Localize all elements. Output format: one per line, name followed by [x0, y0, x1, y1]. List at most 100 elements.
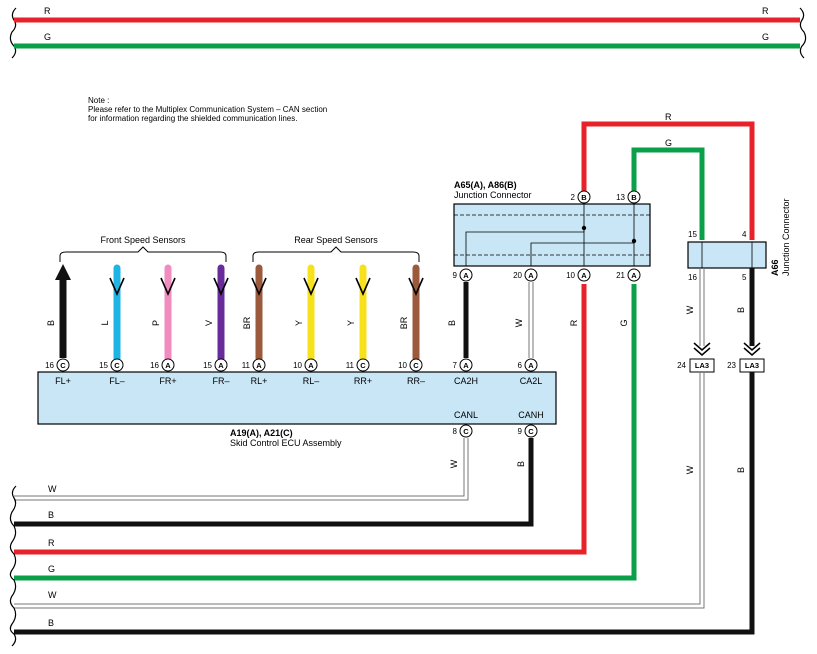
canl-wire-color: W: [449, 459, 459, 468]
svg-text:A: A: [218, 361, 224, 370]
canh-wire-color: B: [516, 461, 526, 467]
la3-left-pin: 24: [677, 361, 686, 370]
sensor-pin-conn-3: A: [161, 358, 175, 372]
top-r-label-left: R: [44, 6, 51, 16]
ecu-terminal-labels: FL+FL–FR+FR–RL+RL–RR+RR–: [55, 376, 425, 386]
svg-text:A: A: [631, 271, 637, 280]
sensor-pin-conn-8: C: [409, 358, 423, 372]
svg-text:A: A: [256, 361, 262, 370]
ca2h-wire-color: B: [447, 320, 457, 326]
junction-connector-a66: 15 4 16 5 A66 Junction Connector: [687, 198, 791, 282]
sensor-pin-conn-6: A: [304, 358, 318, 372]
sensor-wire-color-5: BR: [242, 316, 252, 329]
canl-wire: [14, 438, 469, 501]
bottom-wire-label-2: B: [48, 510, 54, 520]
note-line-2: Please refer to the Multiplex Communicat…: [88, 105, 327, 114]
canh-pin-conn: C: [524, 424, 538, 438]
top-wire-bundle: R R G G: [9, 6, 807, 59]
canh-terminal-label: CANH: [518, 410, 544, 420]
top-g-label-right: G: [762, 32, 769, 42]
svg-text:C: C: [463, 427, 469, 436]
sensor-wire-color-1: B: [46, 320, 56, 326]
green-down-label: G: [619, 319, 629, 326]
svg-text:A: A: [581, 271, 587, 280]
sensor-pin-conn-7: C: [356, 358, 370, 372]
svg-text:A: A: [165, 361, 171, 370]
la3-b-label: B: [736, 467, 746, 473]
ecu-terminal-4: FR–: [212, 376, 229, 386]
svg-text:C: C: [360, 361, 366, 370]
a65-top-pin-number-2: 13: [616, 193, 625, 202]
ca2l-pin-number: 6: [518, 361, 523, 370]
a65-top-pin-2: B: [627, 190, 641, 204]
a65-bottom-pin-number-1: 9: [453, 271, 458, 280]
junction-a65-box: [453, 203, 651, 267]
a66-pin-4: 4: [742, 230, 747, 239]
sensor-brackets: Front Speed Sensors Rear Speed Sensors: [59, 235, 420, 262]
ca2l-terminal-label: CA2L: [520, 376, 543, 386]
sensor-wire-5: BR A 11: [242, 264, 267, 372]
junction-a65-name: Junction Connector: [454, 190, 532, 200]
bottom-wire-label-5: W: [48, 590, 57, 600]
a65-bottom-pin-number-2: 20: [513, 271, 522, 280]
svg-text:A: A: [463, 361, 469, 370]
ca2h-pin-number: 7: [453, 361, 458, 370]
sensor-wire-color-8: BR: [399, 316, 409, 329]
la3-right-conn: LA3: [745, 361, 759, 370]
canl-pin-number: 8: [453, 427, 458, 436]
front-speed-sensors-title: Front Speed Sensors: [100, 235, 186, 245]
sensor-wire-color-6: Y: [294, 320, 304, 326]
sensor-wire-color-7: Y: [346, 320, 356, 326]
ecu-terminal-3: FR+: [159, 376, 176, 386]
la3-w-label: W: [685, 465, 695, 474]
canh-wire: [14, 438, 534, 527]
a65-bottom-pin-2: A: [524, 268, 538, 282]
sensor-pin-number-7: 11: [346, 361, 355, 370]
a65-bottom-pin-number-3: 10: [566, 271, 575, 280]
sensor-pin-conn-2: C: [110, 358, 124, 372]
svg-text:B: B: [581, 193, 587, 202]
green-trunk-label: G: [665, 138, 672, 148]
svg-text:C: C: [528, 427, 534, 436]
note: Note : Please refer to the Multiplex Com…: [88, 96, 327, 123]
ca2l-pin-conn: A: [524, 358, 538, 372]
ecu-terminal-6: RL–: [303, 376, 320, 386]
sensor-pin-conn-1: C: [56, 358, 70, 372]
sensor-pin-number-8: 10: [398, 361, 407, 370]
sensor-wire-6: Y A10: [293, 264, 319, 372]
sensor-wire-color-2: L: [100, 320, 110, 325]
red-down-label: R: [569, 319, 579, 326]
top-r-label-right: R: [762, 6, 769, 16]
junction-a66-box: [687, 241, 767, 269]
svg-text:A: A: [463, 271, 469, 280]
ca2l-wire-color: W: [514, 318, 524, 327]
svg-text:C: C: [60, 361, 66, 370]
green-trunk-wire: [631, 147, 705, 240]
note-line-3: for information regarding the shielded c…: [88, 114, 297, 123]
svg-text:A: A: [528, 271, 534, 280]
ecu-terminal-8: RR–: [407, 376, 425, 386]
a65-bottom-pin-1: A: [459, 268, 473, 282]
la3-right-pin: 23: [727, 361, 736, 370]
sensor-wire-8: BR C10: [398, 264, 424, 372]
ca2h-pin-conn: A: [459, 358, 473, 372]
bottom-wire-label-1: W: [48, 484, 57, 494]
sensor-pin-conn-5: A: [252, 358, 266, 372]
sensor-pin-number-6: 10: [293, 361, 302, 370]
sensor-wire-color-3: P: [151, 320, 161, 326]
a65-bottom-pin-4: A: [627, 268, 641, 282]
red-down-wire: [14, 284, 587, 555]
bottom-wire-label-6: B: [48, 618, 54, 628]
ecu-terminal-5: RL+: [251, 376, 268, 386]
sensor-pin-number-5: 11: [242, 361, 251, 370]
ecu-terminal-2: FL–: [109, 376, 125, 386]
junction-a66-code: A66: [770, 259, 780, 276]
a66-w-label: W: [685, 305, 695, 314]
ecu-terminal-7: RR+: [354, 376, 372, 386]
green-down-wire: [14, 284, 637, 581]
